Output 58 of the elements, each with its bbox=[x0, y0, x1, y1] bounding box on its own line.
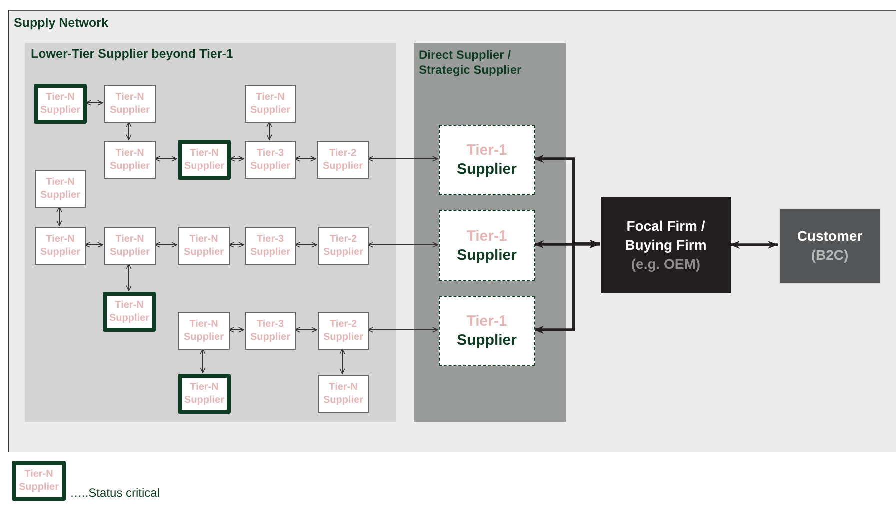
legend-text: …..Status critical bbox=[70, 486, 160, 500]
double-arrow bbox=[534, 240, 600, 334]
double-arrow bbox=[126, 122, 132, 140]
critical-supplier-box: Tier-N Supplier bbox=[178, 374, 231, 414]
supplier-box: Tier-N Supplier bbox=[178, 227, 230, 265]
critical-supplier-box: Tier-N Supplier bbox=[34, 84, 87, 124]
double-arrow bbox=[534, 240, 600, 248]
network-frame bbox=[8, 10, 896, 452]
double-arrow bbox=[294, 327, 318, 333]
box-subtitle: (B2C) bbox=[811, 246, 849, 265]
supplier-box: Tier-2 Supplier bbox=[318, 312, 369, 350]
supplier-box: Tier-N Supplier bbox=[35, 170, 86, 208]
double-arrow bbox=[228, 242, 244, 248]
customer-box bbox=[779, 208, 881, 284]
panel-title: Lower-Tier Supplier beyond Tier-1 bbox=[31, 47, 234, 61]
double-arrow bbox=[200, 348, 206, 374]
supplier-box: Tier-N Supplier bbox=[35, 227, 86, 265]
double-arrow bbox=[266, 122, 272, 140]
supplier-box: Tier-3 Supplier bbox=[245, 312, 296, 350]
critical-supplier-box: Tier-N Supplier bbox=[178, 140, 231, 180]
panel-title: Direct Supplier / Strategic Supplier bbox=[419, 48, 523, 78]
supplier-box: Tier-N Supplier bbox=[245, 85, 296, 123]
frame-title: Supply Network bbox=[14, 16, 108, 30]
sample-label: Tier-N Supplier bbox=[18, 468, 60, 494]
box-label: Focal Firm / Buying Firm bbox=[624, 216, 708, 254]
lower-tier-panel bbox=[25, 43, 396, 422]
double-arrow bbox=[294, 156, 316, 162]
double-arrow bbox=[368, 327, 438, 333]
supplier-box: Tier-2 Supplier bbox=[317, 141, 369, 179]
tier1-supplier-box: Tier-1 Supplier bbox=[439, 210, 535, 281]
supplier-box: Tier-N Supplier bbox=[178, 312, 230, 350]
double-arrow bbox=[230, 156, 244, 162]
tier1-supplier-box: Tier-1 Supplier bbox=[439, 296, 535, 366]
double-arrow bbox=[154, 156, 178, 162]
double-arrow bbox=[730, 241, 778, 249]
double-arrow bbox=[86, 100, 104, 106]
supplier-box: Tier-N Supplier bbox=[104, 227, 156, 265]
critical-supplier-box: Tier-N Supplier bbox=[103, 292, 156, 332]
box-label: Customer bbox=[797, 227, 863, 246]
double-arrow bbox=[84, 242, 104, 248]
direct-supplier-panel bbox=[414, 43, 566, 422]
double-arrow bbox=[340, 348, 346, 374]
box-subtitle: (e.g. OEM) bbox=[631, 254, 701, 274]
tier1-supplier-box: Tier-1 Supplier bbox=[439, 125, 535, 195]
double-arrow bbox=[294, 242, 318, 248]
supplier-box: Tier-2 Supplier bbox=[318, 227, 369, 265]
double-arrow bbox=[154, 242, 178, 248]
double-arrow bbox=[228, 327, 244, 333]
supplier-box: Tier-N Supplier bbox=[104, 85, 156, 123]
supplier-box: Tier-N Supplier bbox=[318, 375, 369, 413]
supplier-box: Tier-N Supplier bbox=[104, 141, 156, 179]
supplier-box: Tier-3 Supplier bbox=[245, 227, 296, 265]
double-arrow bbox=[56, 206, 62, 226]
double-arrow bbox=[126, 264, 132, 292]
double-arrow bbox=[368, 156, 438, 162]
double-arrow bbox=[368, 242, 438, 248]
supplier-box: Tier-3 Supplier bbox=[245, 141, 296, 179]
focal-firm-box bbox=[601, 197, 731, 293]
